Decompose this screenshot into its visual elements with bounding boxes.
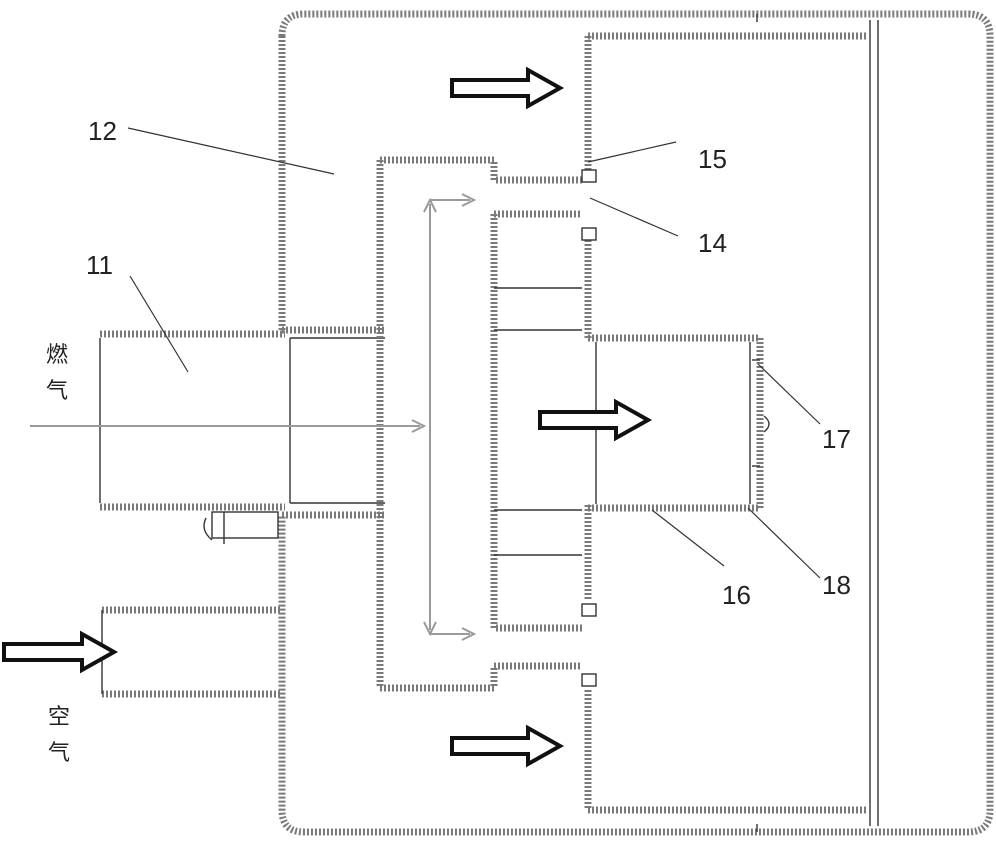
flow-arrow-top [450, 66, 565, 110]
label-12: 12 [88, 116, 117, 146]
outer-housing [278, 10, 994, 836]
flow-arrow-bottom [450, 724, 565, 768]
gas-label-char-2: 气 [46, 379, 68, 404]
label-11: 11 [86, 250, 113, 280]
air-label-char-2: 气 [48, 741, 70, 766]
air-flow-arrows [2, 66, 653, 768]
flow-arrow-middle [538, 398, 653, 442]
gas-inlet-pipe [99, 330, 385, 511]
label-16: 16 [722, 580, 751, 610]
part-labels: 12 11 15 14 17 18 16 [86, 116, 851, 610]
flow-arrow-air-inlet [2, 630, 119, 674]
inlet-labels: 燃 气 空 气 [46, 343, 70, 766]
ignition-fitting [203, 511, 279, 544]
air-inlet-pipe [101, 606, 282, 698]
gas-label-char-1: 燃 [46, 343, 68, 368]
label-18: 18 [822, 570, 851, 600]
distribution-chamber [376, 156, 582, 692]
leader-lines [127, 127, 821, 579]
air-label-char-1: 空 [48, 705, 70, 730]
label-15: 15 [698, 144, 727, 174]
inner-plate [581, 32, 868, 814]
label-14: 14 [698, 228, 727, 258]
label-17: 17 [822, 424, 851, 454]
gas-flow-arrows [30, 193, 477, 641]
